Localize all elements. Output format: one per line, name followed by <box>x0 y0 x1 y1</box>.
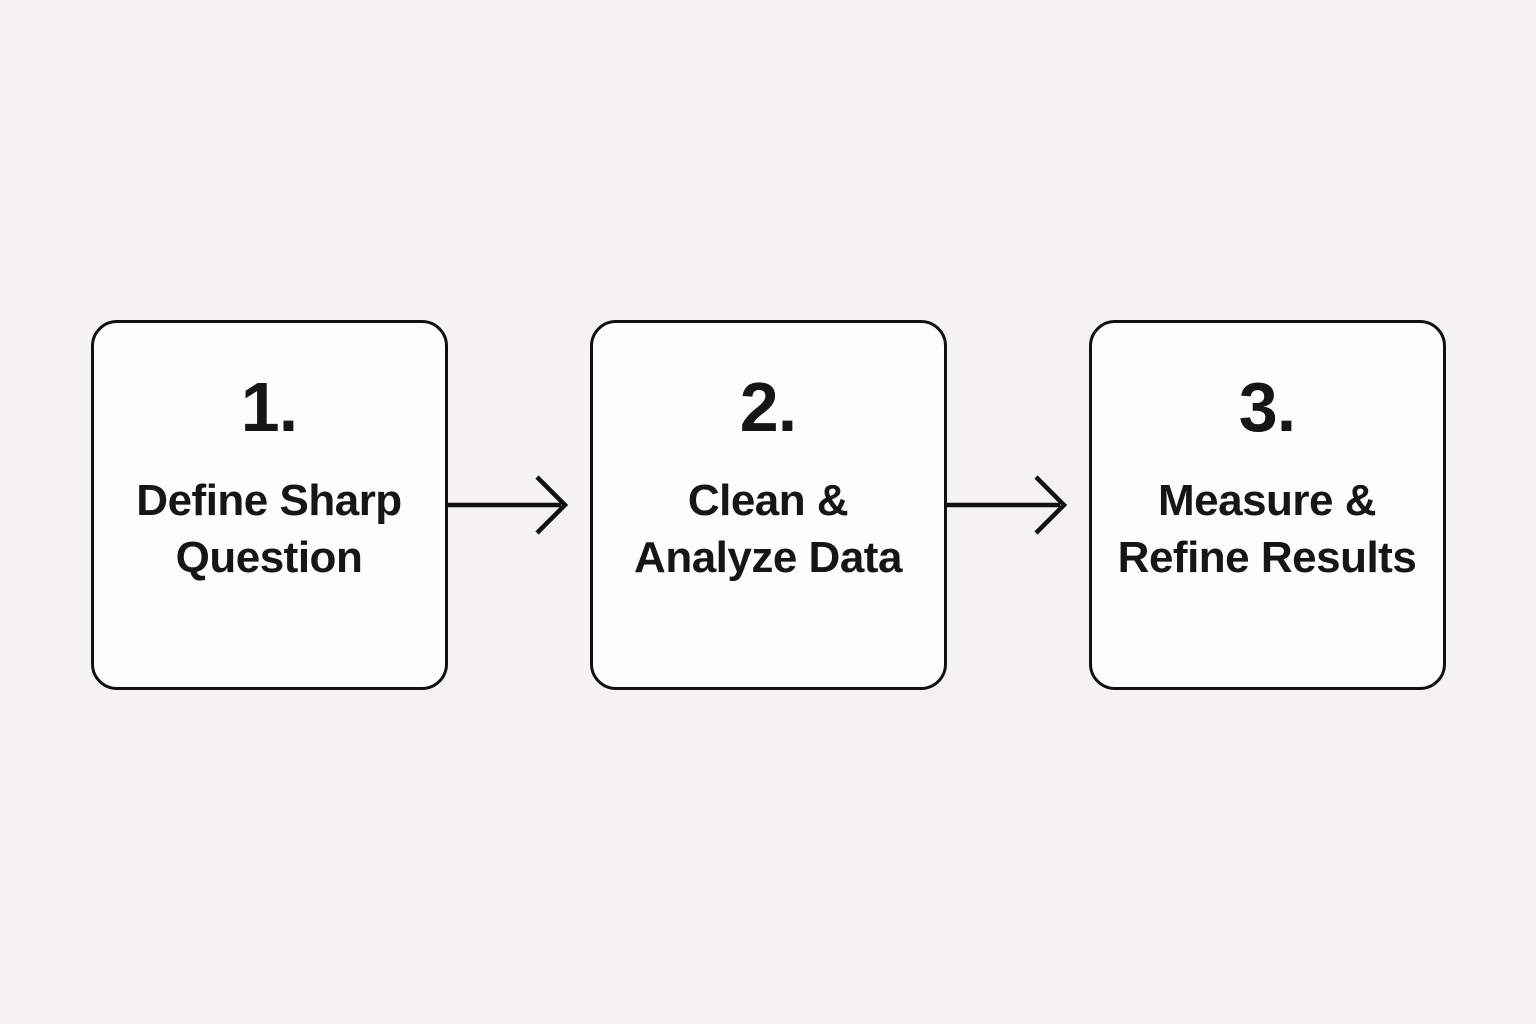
flow-row: 1. Define Sharp Question 2. Clean & Anal… <box>90 320 1446 690</box>
step-number-1: 1. <box>240 368 298 446</box>
step-number-2: 2. <box>739 368 797 446</box>
step-box-1: 1. Define Sharp Question <box>90 320 448 690</box>
connector-1-2 <box>447 473 590 537</box>
step-title-3-line-2: Refine Results <box>1117 533 1417 583</box>
step-title-1-line-2: Question <box>175 533 363 583</box>
step-title-2-line-2: Analyze Data <box>634 533 902 583</box>
step-number-3: 3. <box>1238 368 1296 446</box>
step-title-2: Clean & Analyze Data <box>634 472 902 586</box>
step-box-3: 3. Measure & Refine Results <box>1088 320 1446 690</box>
step-title-2-line-1: Clean & <box>687 476 849 525</box>
step-title-1-line-1: Define Sharp <box>136 476 402 525</box>
step-box-2: 2. Clean & Analyze Data <box>589 320 947 690</box>
step-title-3: Measure & Refine Results <box>1118 472 1417 586</box>
connector-2-3 <box>946 473 1089 537</box>
right-arrow-icon <box>946 475 1067 535</box>
step-title-3-line-1: Measure & <box>1157 476 1377 525</box>
right-arrow-icon <box>447 475 568 535</box>
step-title-1: Define Sharp Question <box>136 472 402 586</box>
